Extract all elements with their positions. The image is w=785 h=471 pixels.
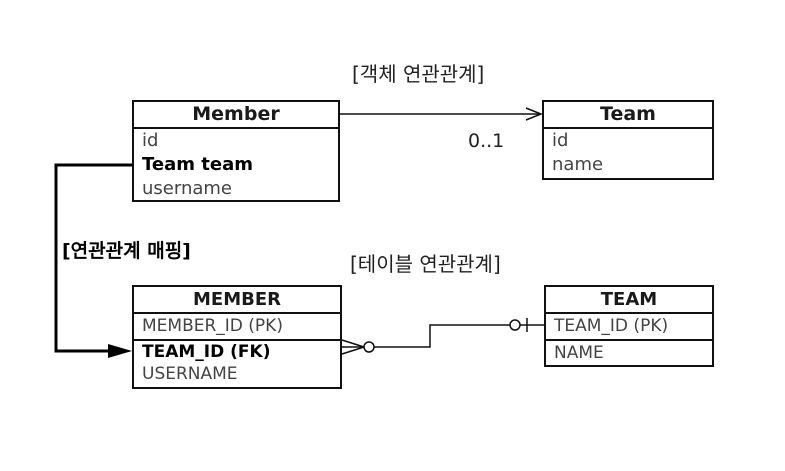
team-table-box: TEAM TEAM_ID (PK) NAME	[544, 285, 714, 367]
member-column-member-id: MEMBER_ID (PK)	[142, 316, 283, 336]
member-table-name: MEMBER	[134, 287, 340, 314]
team-column-name: NAME	[546, 339, 712, 365]
table-relation-line	[374, 324, 510, 348]
member-field-id: id	[142, 130, 159, 151]
mapping-arrowhead	[108, 344, 132, 358]
mapping-label: [연관관계 매핑]	[62, 240, 191, 262]
table-relation-title: [테이블 연관관계]	[350, 252, 501, 276]
multiplicity-label: 0..1	[468, 130, 505, 152]
fk-crowsfoot-lower	[341, 346, 365, 355]
object-association-arrowhead	[525, 107, 544, 121]
member-table-box: MEMBER MEMBER_ID (PK) TEAM_ID (FK) USERN…	[132, 285, 342, 389]
member-column-username: USERNAME	[142, 364, 238, 384]
fk-optional-circle	[363, 341, 375, 353]
fk-crowsfoot-upper	[341, 339, 365, 348]
member-column-team-id: TEAM_ID (FK)	[134, 339, 340, 363]
member-field-username: username	[142, 178, 232, 199]
member-class-name: Member	[134, 102, 338, 129]
member-field-team: Team team	[142, 154, 253, 175]
object-relation-title: [객체 연관관계]	[352, 62, 485, 86]
team-class-box: Team id name	[542, 100, 714, 180]
pk-optional-circle	[509, 319, 521, 331]
team-field-id: id	[552, 130, 569, 151]
team-table-name: TEAM	[546, 287, 712, 314]
mapping-arrow-line	[54, 163, 132, 353]
team-column-team-id: TEAM_ID (PK)	[554, 316, 669, 336]
member-class-box: Member id Team team username	[132, 100, 340, 202]
team-class-name: Team	[544, 102, 712, 129]
team-field-name: name	[552, 154, 604, 175]
